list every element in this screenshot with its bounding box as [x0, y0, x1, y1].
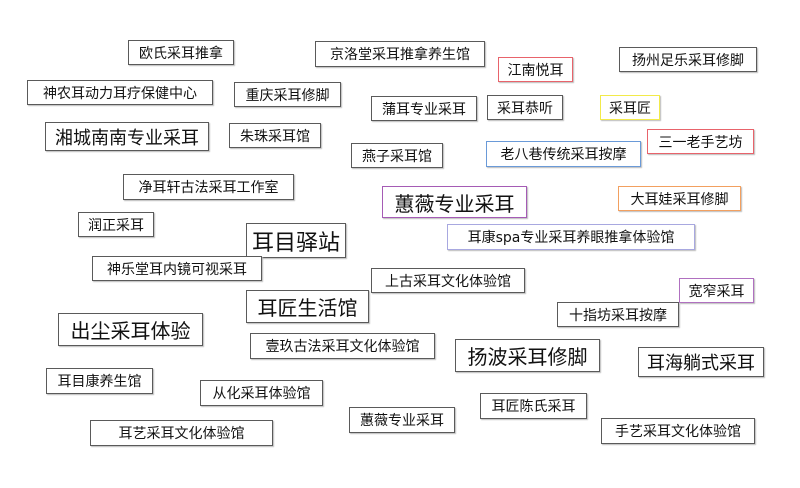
- tag: 润正采耳: [78, 212, 154, 237]
- tag: 从化采耳体验馆: [200, 380, 323, 406]
- tag: 耳康spa专业采耳养眼推拿体验馆: [447, 224, 695, 250]
- tag: 京洛堂采耳推拿养生馆: [315, 41, 485, 67]
- tag: 十指坊采耳按摩: [557, 302, 679, 327]
- tag: 蕙薇专业采耳: [349, 407, 455, 433]
- tag: 蒲耳专业采耳: [371, 96, 477, 121]
- tag: 出尘采耳体验: [58, 313, 203, 346]
- tag: 老八巷传统采耳按摩: [486, 141, 641, 167]
- tag: 朱珠采耳馆: [229, 123, 321, 148]
- tag: 宽窄采耳: [679, 278, 754, 303]
- tag: 蕙薇专业采耳: [382, 186, 527, 218]
- tag: 耳匠生活馆: [246, 290, 369, 323]
- tag: 湘城南南专业采耳: [45, 122, 209, 151]
- tag: 三一老手艺坊: [647, 129, 754, 154]
- tag: 上古采耳文化体验馆: [371, 268, 525, 293]
- tag: 耳目驿站: [246, 223, 346, 258]
- tag: 耳目康养生馆: [46, 368, 153, 394]
- tag: 手艺采耳文化体验馆: [601, 418, 755, 444]
- tag: 神农耳动力耳疗保健中心: [27, 80, 213, 105]
- tag: 采耳恭听: [487, 95, 563, 120]
- tag: 净耳轩古法采耳工作室: [123, 174, 294, 200]
- tag: 扬波采耳修脚: [455, 339, 600, 372]
- tag: 大耳娃采耳修脚: [618, 186, 741, 211]
- tag: 燕子采耳馆: [351, 143, 443, 168]
- tag: 壹玖古法采耳文化体验馆: [250, 333, 435, 359]
- tag: 采耳匠: [600, 95, 660, 120]
- tag: 耳海躺式采耳: [638, 347, 764, 377]
- tag: 扬州足乐采耳修脚: [619, 47, 757, 72]
- tag: 耳匠陈氏采耳: [480, 393, 587, 419]
- tag: 欧氏采耳推拿: [128, 40, 234, 65]
- tag: 耳艺采耳文化体验馆: [90, 420, 273, 446]
- tag: 神乐堂耳内镜可视采耳: [92, 256, 262, 281]
- tag: 重庆采耳修脚: [234, 82, 341, 107]
- tag: 江南悦耳: [498, 57, 573, 82]
